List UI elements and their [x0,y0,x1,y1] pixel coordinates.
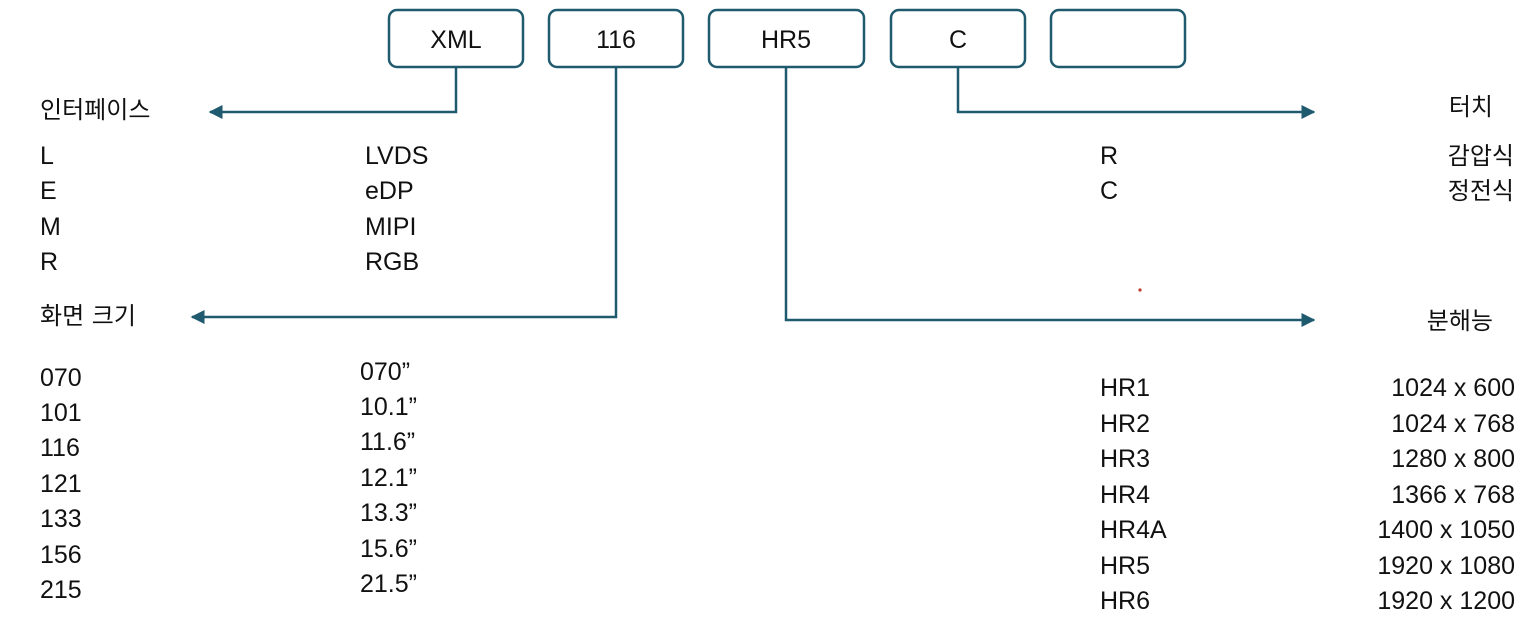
resolution-desc: 1280 x 800 [1391,445,1515,473]
resolution-code: HR6 [1100,587,1151,615]
resolution-desc: 1920 x 1080 [1377,552,1515,580]
connector-interface [208,67,458,119]
screen-size-code: 215 [40,576,82,604]
touch-code: C [1100,177,1119,205]
interface-code: E [40,177,57,205]
screen-size-desc: 21.5” [360,570,417,598]
resolution-code: HR1 [1100,374,1151,402]
connector-touch [956,67,1316,119]
screen-size-code: 156 [40,541,82,569]
interface-desc: eDP [365,177,414,205]
code-box-label: XML [430,26,482,54]
stray-dot [1138,288,1142,292]
screen-size-heading: 화면 크기 [40,302,136,330]
screen-size-code: 133 [40,505,82,533]
touch-heading: 터치 [1448,93,1493,121]
screen-size-code: 116 [40,434,80,462]
interface-code: L [40,142,54,170]
code-box-label: HR5 [761,26,811,54]
screen-size-desc: 10.1” [360,393,417,421]
screen-size-desc: 13.3” [360,499,417,527]
code-box-screen-size: 116 [547,8,685,69]
touch-desc: 감압식 [1447,142,1514,170]
screen-size-code: 070 [40,364,82,392]
resolution-code: HR3 [1100,445,1151,473]
resolution-desc: 1024 x 600 [1391,374,1515,402]
resolution-desc: 1920 x 1200 [1377,587,1515,615]
code-box-label: 116 [596,26,636,54]
screen-size-desc: 15.6” [360,535,417,563]
resolution-code: HR5 [1100,552,1151,580]
screen-size-code: 101 [40,399,82,427]
resolution-heading: 분해능 [1426,307,1493,335]
code-box-label: C [949,26,967,54]
screen-size-desc: 11.6” [360,428,416,456]
connector-screen-size [190,67,618,324]
interface-code: R [40,248,59,276]
resolution-code: HR4 [1100,481,1151,509]
interface-desc: RGB [365,248,420,276]
code-box-empty [1049,8,1187,69]
screen-size-code: 121 [40,470,82,498]
resolution-desc: 1024 x 768 [1391,410,1515,438]
resolution-code: HR2 [1100,410,1151,438]
resolution-desc: 1400 x 1050 [1377,516,1515,544]
code-box-touch: C [889,8,1027,69]
resolution-code: HR4A [1100,516,1167,544]
touch-code: R [1100,142,1119,170]
screen-size-desc: 12.1” [360,464,417,492]
code-box-resolution: HR5 [707,8,866,69]
screen-size-desc: 070” [360,358,411,386]
connector-resolution [784,67,1316,327]
interface-desc: MIPI [365,213,417,241]
interface-code: M [40,213,61,241]
code-box-interface: XML [387,8,525,69]
interface-heading: 인터페이스 [40,96,151,124]
resolution-desc: 1366 x 768 [1391,481,1515,509]
touch-desc: 정전식 [1447,177,1514,205]
interface-desc: LVDS [365,142,429,170]
